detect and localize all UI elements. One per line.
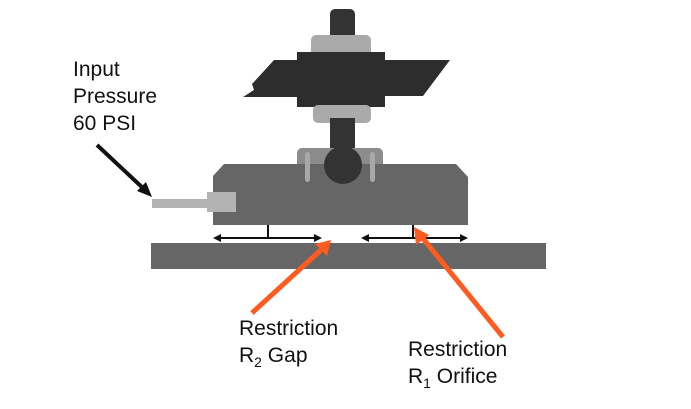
upper-collar: [311, 35, 371, 57]
orifice-restriction-label: Restriction R1 Orifice: [408, 338, 508, 391]
socket-highlight-right: [370, 152, 375, 182]
input-pressure-label: Input Pressure 60 PSI: [73, 58, 158, 135]
socket-highlight-left: [305, 152, 310, 182]
gap-arrow: [250, 240, 331, 315]
flow-arrows-right: [361, 225, 468, 242]
inlet-tube: [152, 199, 208, 208]
orifice-arrow: [414, 227, 505, 339]
mounting-flange: [243, 52, 450, 107]
flow-arrows-left: [213, 225, 322, 242]
bearing-pad: [213, 164, 468, 225]
lower-collar: [313, 105, 371, 123]
input-arrow: [95, 143, 152, 197]
inlet-fitting: [207, 192, 236, 212]
pivot-ball: [324, 146, 362, 184]
guide-surface: [151, 243, 546, 269]
gap-restriction-label: Restriction R2 Gap: [239, 317, 339, 370]
